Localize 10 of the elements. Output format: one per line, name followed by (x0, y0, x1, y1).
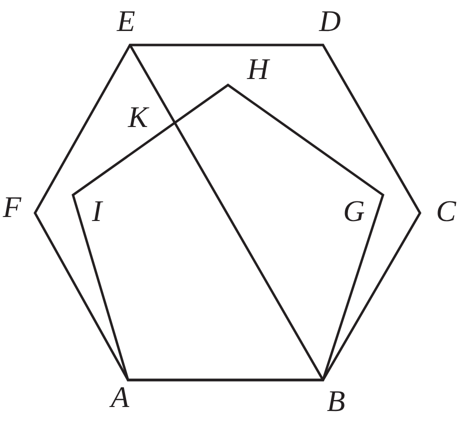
point-label: C (436, 197, 456, 227)
point-label: I (92, 197, 102, 227)
point-label: A (110, 383, 130, 413)
point-label: D (319, 7, 341, 37)
point-label: B (326, 387, 346, 417)
point-label: K (128, 103, 148, 133)
point-label: G (343, 197, 365, 227)
point-label: F (2, 193, 22, 223)
point-label: E (116, 7, 136, 37)
point-label: H (247, 55, 269, 85)
